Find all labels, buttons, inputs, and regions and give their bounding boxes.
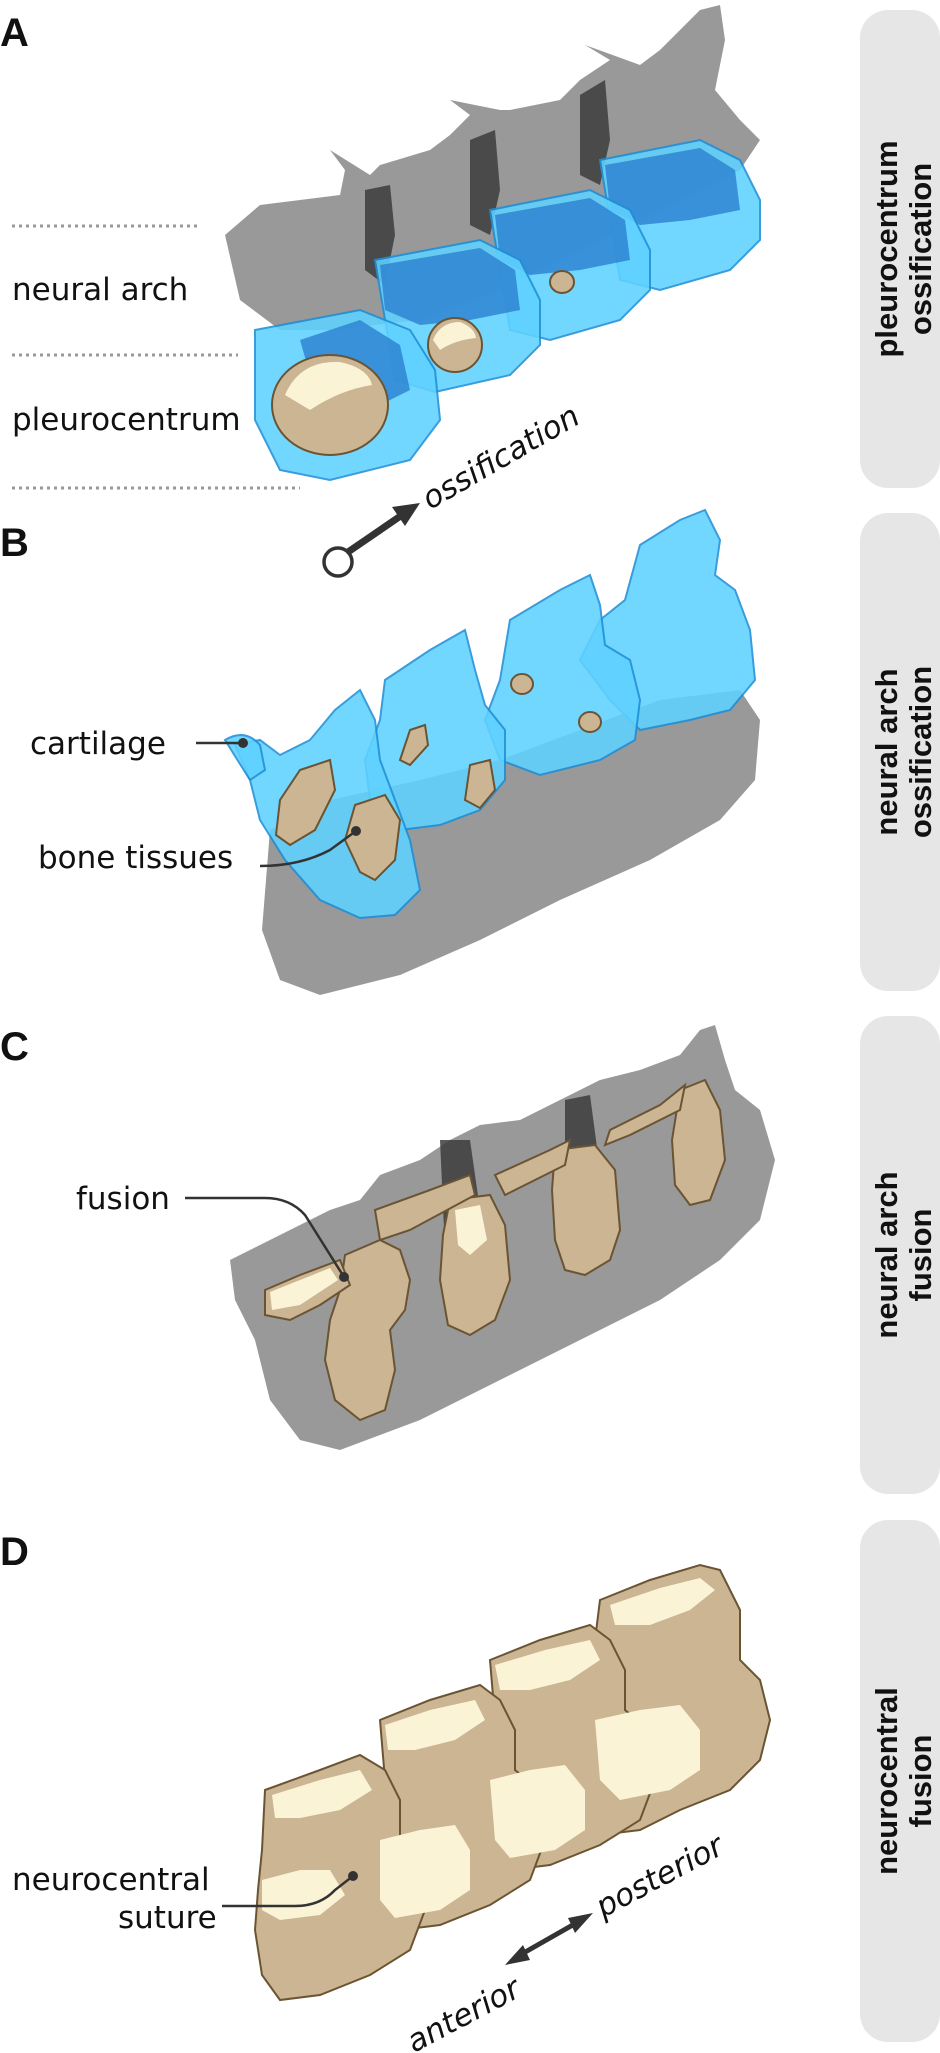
bone-tissues-leader-line — [259, 829, 357, 868]
side-label-a-line1: pleurocentrum — [869, 140, 904, 357]
label-neurocentral: neurocentral — [12, 1862, 210, 1898]
panel-a-illustration: neural arch pleurocentrum ossification — [12, 5, 761, 578]
label-bone-tissues: bone tissues — [38, 840, 233, 876]
side-tab-c: neural arch fusion — [860, 1016, 940, 1494]
panel-letter-d: D — [0, 1530, 29, 1574]
side-tab-d: neurocentral fusion — [860, 1520, 940, 2042]
side-label-c-line2: fusion — [903, 1209, 938, 1302]
suture-leader-line — [222, 1875, 354, 1908]
label-pleurocentrum: pleurocentrum — [12, 402, 241, 438]
fusion-leader-line — [185, 1196, 346, 1278]
panel-letter-b: B — [0, 521, 29, 565]
label-ossification: ossification — [416, 398, 586, 517]
label-neural-arch: neural arch — [12, 272, 188, 308]
panel-c-illustration: fusion — [76, 1025, 775, 1450]
side-tab-a: pleurocentrum ossification — [860, 10, 940, 488]
panel-letter-a: A — [0, 11, 29, 55]
label-cartilage: cartilage — [30, 726, 166, 762]
fused-neural-arches — [264, 1078, 727, 1422]
side-label-a-line2: ossification — [903, 163, 938, 335]
anterior-posterior-arrow — [505, 1913, 593, 1965]
panel-letter-c: C — [0, 1025, 29, 1069]
side-label-b-line1: neural arch — [869, 668, 904, 835]
neural-arch-bone-tissues — [274, 673, 602, 882]
pleurocentra-cartilage — [254, 138, 761, 482]
panel-b-illustration: cartilage bone tissues — [30, 508, 760, 995]
panel-d-illustration: neurocentral suture anterior posterior — [12, 1563, 772, 2053]
side-label-d-line1: neurocentral — [869, 1687, 904, 1875]
label-posterior: posterior — [589, 1827, 732, 1926]
side-label-b-line2: ossification — [903, 666, 938, 838]
side-tab-b: neural arch ossification — [860, 513, 940, 991]
neural-arch-cartilage — [223, 508, 757, 920]
side-label-d-line2: fusion — [903, 1735, 938, 1828]
side-label-c-line1: neural arch — [869, 1171, 904, 1338]
label-anterior: anterior — [401, 1970, 528, 2053]
grey-centra-b — [262, 690, 760, 995]
label-suture: suture — [118, 1900, 217, 1936]
vertebra-highlights — [262, 1578, 715, 1920]
pleurocentrum-bone — [271, 270, 575, 456]
ossification-arrow — [322, 503, 420, 578]
label-fusion: fusion — [76, 1181, 170, 1217]
